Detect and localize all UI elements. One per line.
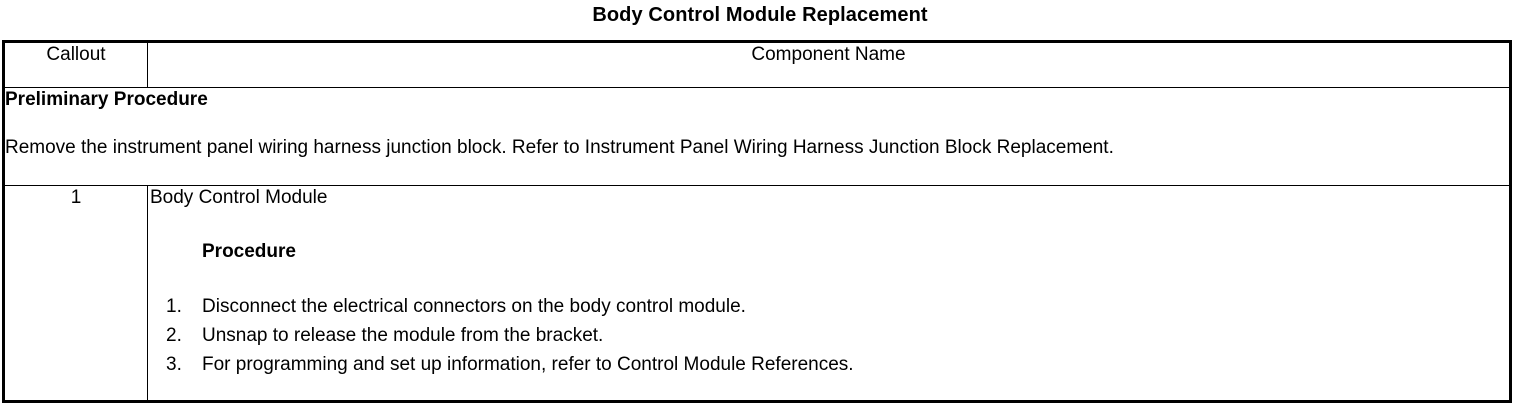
spacer <box>5 112 1509 136</box>
step-text: For programming and set up information, … <box>202 354 854 375</box>
list-item: 3. For programming and set up informatio… <box>148 350 1509 379</box>
page-title: Body Control Module Replacement <box>592 4 928 26</box>
column-header-component-name: Component Name <box>147 41 1511 88</box>
step-number: 3. <box>166 354 182 375</box>
spacer <box>148 210 1509 240</box>
list-item: 2. Unsnap to release the module from the… <box>148 321 1509 350</box>
callout-number: 1 <box>3 185 148 402</box>
preliminary-procedure-row: Preliminary Procedure Remove the instrum… <box>3 87 1511 186</box>
component-name-label: Body Control Module <box>150 187 328 208</box>
preliminary-procedure-cell: Preliminary Procedure Remove the instrum… <box>3 87 1511 186</box>
step-number: 2. <box>166 325 182 346</box>
procedure-table: Callout Component Name Preliminary Proce… <box>2 40 1512 403</box>
preliminary-procedure-heading: Preliminary Procedure <box>5 89 208 110</box>
step-number: 1. <box>166 296 182 317</box>
step-text: Disconnect the electrical connectors on … <box>202 296 746 317</box>
column-header-callout: Callout <box>3 41 148 88</box>
table-row: 1 Body Control Module Procedure 1. Disco… <box>3 185 1511 402</box>
procedure-heading: Procedure <box>202 241 296 262</box>
procedure-step-list: 1. Disconnect the electrical connectors … <box>148 292 1509 379</box>
component-detail-cell: Body Control Module Procedure 1. Disconn… <box>147 185 1511 402</box>
spacer <box>148 264 1509 292</box>
list-item: 1. Disconnect the electrical connectors … <box>148 292 1509 321</box>
table-header-row: Callout Component Name <box>3 41 1511 88</box>
preliminary-procedure-text: Remove the instrument panel wiring harne… <box>5 137 1114 158</box>
step-text: Unsnap to release the module from the br… <box>202 325 604 346</box>
